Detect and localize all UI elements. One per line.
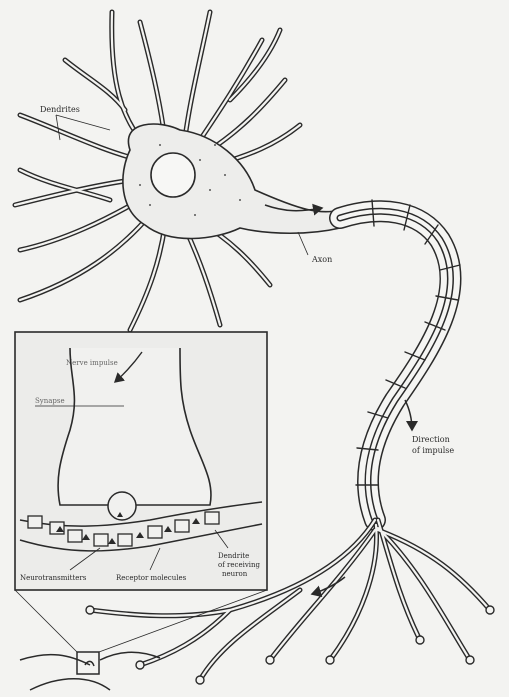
label-dendrite-2: of receiving [218, 561, 261, 569]
label-receptor-molecules: Receptor molecules [116, 574, 187, 582]
nucleus [151, 153, 195, 197]
label-synapse: Synapse [35, 397, 65, 405]
label-neurotransmitters: Neurotransmitters [20, 574, 87, 582]
label-dendrite-3: neuron [222, 570, 248, 578]
label-axon: Axon [311, 255, 332, 264]
label-nerve-impulse: Nerve impulse [66, 359, 118, 367]
axon [340, 200, 460, 520]
label-dendrites: Dendrites [40, 105, 80, 114]
label-dendrite-1: Dendrite [218, 552, 249, 560]
label-direction-2: of impulse [412, 446, 454, 455]
label-direction-1: Direction [412, 435, 450, 444]
receiving-neuron [20, 652, 160, 690]
